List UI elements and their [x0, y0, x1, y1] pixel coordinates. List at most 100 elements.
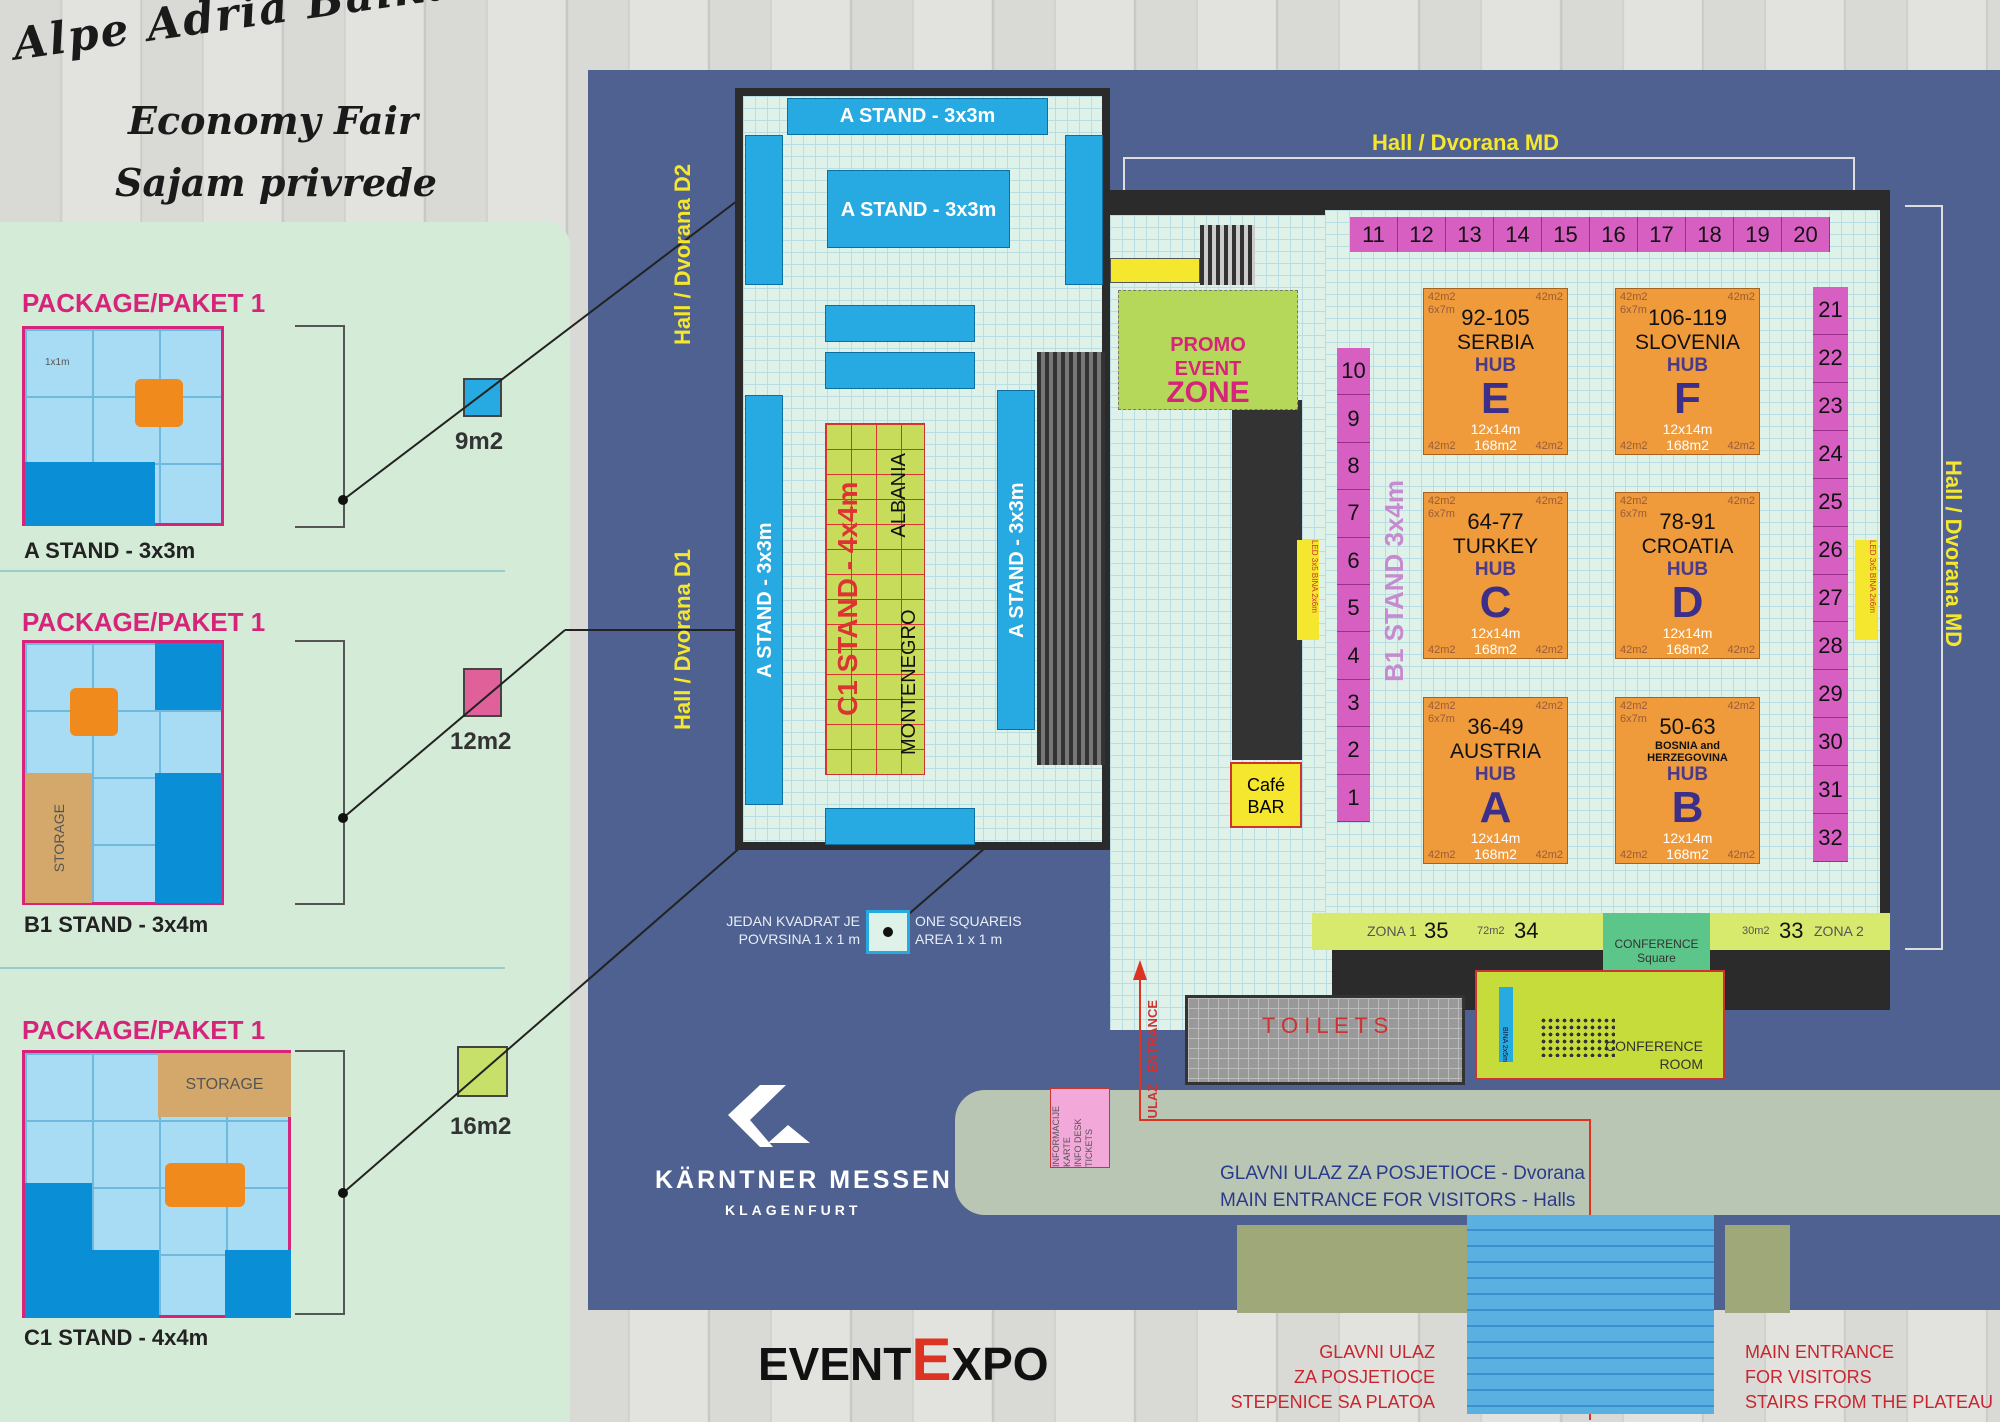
- logo-text: EVENT: [758, 1338, 912, 1390]
- wall-segment: [92, 1250, 159, 1318]
- hub-size: 12x14m: [1470, 625, 1521, 641]
- hall-md-right-label: Hall / Dvorana MD: [1941, 460, 1966, 648]
- b1-stand-2[interactable]: 2: [1337, 727, 1370, 775]
- b1-stand-3[interactable]: 3: [1337, 679, 1370, 728]
- hub-b[interactable]: 42m2 42m2 6x7m 42m2 42m2 50-63 BOSNIA an…: [1615, 697, 1760, 864]
- entrance-en: MAIN ENTRANCE FOR VISITORS - Halls: [1220, 1190, 1576, 1211]
- promo-event-zone[interactable]: PROMO EVENT ZONE: [1118, 290, 1298, 410]
- b1-stand-6[interactable]: 6: [1337, 537, 1370, 586]
- a-stand-block[interactable]: A STAND - 3x3m: [997, 390, 1035, 730]
- b1-stand-4[interactable]: 4: [1337, 632, 1370, 680]
- corner-area: 42m2: [1535, 291, 1563, 303]
- a-stand-block[interactable]: [825, 305, 975, 342]
- hub-country: BOSNIA and HERZEGOVINA: [1647, 740, 1728, 764]
- c1-stand-block[interactable]: C1 STAND - 4x4m: [825, 423, 925, 775]
- b1-stand-18[interactable]: 18: [1686, 217, 1734, 252]
- corner-area: 42m2: [1620, 440, 1648, 452]
- b1-stand-30[interactable]: 30: [1813, 718, 1848, 767]
- a-stand-block[interactable]: A STAND - 3x3m: [787, 98, 1048, 135]
- b1-stand-25[interactable]: 25: [1813, 478, 1848, 527]
- stairs-text: STAIRS FROM THE PLATEAU: [1745, 1392, 1994, 1412]
- b1-stand-19[interactable]: 19: [1734, 217, 1782, 252]
- b1-stand-15[interactable]: 15: [1542, 217, 1590, 252]
- hub-f[interactable]: 42m2 42m2 6x7m 42m2 42m2 106-119 SLOVENI…: [1615, 288, 1760, 455]
- b1-stand-22[interactable]: 22: [1813, 334, 1848, 383]
- info-label: INFORMACIJE: [1051, 1105, 1061, 1167]
- area-label: 30m2: [1742, 925, 1770, 937]
- stand-number[interactable]: 33: [1779, 918, 1804, 943]
- zona-strip: ZONA 1 35 72m2 34 30m2 33 ZONA 2: [1312, 913, 1890, 950]
- b1-stand-23[interactable]: 23: [1813, 382, 1848, 431]
- b1-stand-24[interactable]: 24: [1813, 430, 1848, 479]
- corner-area: 42m2: [1535, 440, 1563, 452]
- corner-dim: 6x7m: [1620, 304, 1647, 316]
- b1-stand-31[interactable]: 31: [1813, 766, 1848, 815]
- b1-stand-28[interactable]: 28: [1813, 622, 1848, 671]
- hall-md-bracket: [1905, 205, 1943, 950]
- connector-dot: [338, 495, 348, 505]
- seating: [1540, 1017, 1615, 1057]
- grid-note: 1x1m: [45, 357, 70, 368]
- b1-stand-8[interactable]: 8: [1337, 442, 1370, 491]
- hub-c[interactable]: 42m2 42m2 6x7m 42m2 42m2 64-77 TURKEY HU…: [1423, 492, 1568, 659]
- connector-dot: [338, 813, 348, 823]
- b1-stand-32[interactable]: 32: [1813, 814, 1848, 863]
- b1-stand-7[interactable]: 7: [1337, 490, 1370, 538]
- b1-stand-11[interactable]: 11: [1350, 217, 1398, 252]
- b1-stand-9[interactable]: 9: [1337, 395, 1370, 443]
- b1-stand-20[interactable]: 20: [1782, 217, 1830, 252]
- hub-word: HUB: [1666, 559, 1709, 580]
- hub-a[interactable]: 42m2 42m2 6x7m 42m2 42m2 36-49 AUSTRIA H…: [1423, 697, 1568, 864]
- b1-stand-watermark: B1 STAND 3x4m: [1379, 480, 1409, 682]
- stand-range: 64-77: [1467, 509, 1524, 534]
- area-label: 16m2: [450, 1113, 512, 1140]
- cafe-label: Café: [1246, 775, 1286, 795]
- b1-stand-29[interactable]: 29: [1813, 670, 1848, 719]
- b1-stand-13[interactable]: 13: [1446, 217, 1494, 252]
- c1-stand-label: C1 STAND - 4x4m: [832, 481, 863, 717]
- corner-area: 42m2: [1620, 700, 1648, 712]
- led-screen: LED 3x5 BINA 2x6m: [1297, 540, 1319, 640]
- a-stand-block[interactable]: [825, 352, 975, 389]
- a-stand-block[interactable]: A STAND - 3x3m: [745, 395, 783, 805]
- b1-stand-27[interactable]: 27: [1813, 574, 1848, 623]
- a-stand-block[interactable]: [1065, 135, 1103, 285]
- toilets: T O I L E T S: [1185, 995, 1465, 1085]
- a-stand-block[interactable]: [825, 808, 975, 845]
- entrance-local: GLAVNI ULAZ ZA POSJETIOCE - Dvorana: [1220, 1163, 1585, 1184]
- b1-stand-1[interactable]: 1: [1337, 774, 1370, 823]
- legend-dot: [883, 927, 893, 937]
- promo-label: PROMO: [1170, 334, 1246, 356]
- b1-stand-10[interactable]: 10: [1337, 348, 1370, 396]
- b1-stand-17[interactable]: 17: [1638, 217, 1686, 252]
- hub-d[interactable]: 42m2 42m2 6x7m 42m2 42m2 78-91 CROATIA H…: [1615, 492, 1760, 659]
- hub-country: SERBIA: [1456, 331, 1535, 354]
- hub-e[interactable]: 42m2 42m2 6x7m 42m2 42m2 92-105 SERBIA H…: [1423, 288, 1568, 455]
- b1-stand-14[interactable]: 14: [1494, 217, 1542, 252]
- hub-word: HUB: [1474, 559, 1517, 580]
- hub-word: HUB: [1666, 355, 1709, 376]
- led-screen: LED 3x5 BINA 2x6m: [1855, 540, 1877, 640]
- hub-area: 168m2: [1474, 641, 1517, 657]
- stand-number[interactable]: 35: [1424, 918, 1449, 943]
- corner-area: 42m2: [1727, 440, 1755, 452]
- corner-area: 42m2: [1428, 291, 1456, 303]
- a-stand-block[interactable]: A STAND - 3x3m: [827, 170, 1010, 248]
- hub-area: 168m2: [1474, 437, 1517, 453]
- table-chairs-icon: [165, 1163, 245, 1207]
- b1-stand-21[interactable]: 21: [1813, 287, 1848, 335]
- stand-range: 78-91: [1659, 509, 1716, 534]
- b1-stand-12[interactable]: 12: [1398, 217, 1446, 252]
- stand-number[interactable]: 34: [1514, 918, 1539, 943]
- storage-area: STORAGE: [25, 773, 92, 903]
- b1-stand-26[interactable]: 26: [1813, 526, 1848, 575]
- hub-area: 168m2: [1666, 846, 1709, 862]
- b1-stand-16[interactable]: 16: [1590, 217, 1638, 252]
- corner-area: 42m2: [1727, 291, 1755, 303]
- hub-country: CROATIA: [1641, 535, 1734, 558]
- a-stand-block[interactable]: [745, 135, 783, 285]
- b1-stand-5[interactable]: 5: [1337, 585, 1370, 633]
- hub-letter: E: [1480, 374, 1511, 423]
